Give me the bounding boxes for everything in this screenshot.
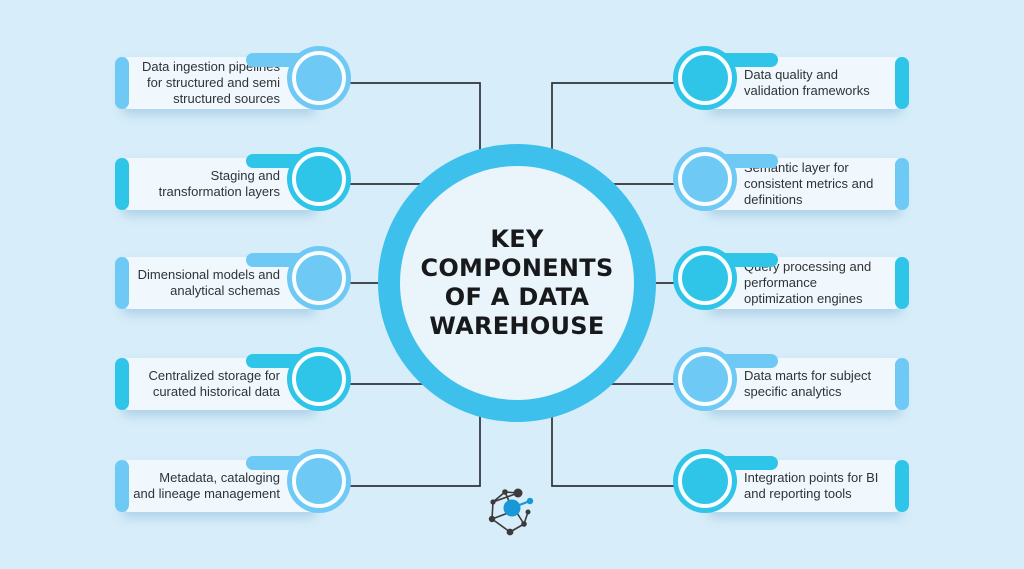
- node-circle: [678, 251, 732, 305]
- node-circle: [678, 51, 732, 105]
- label-box: Data marts for subject specific analytic…: [708, 358, 909, 410]
- component-item-dimensional-models: Dimensional models and analytical schema…: [114, 250, 348, 316]
- node-circle: [292, 251, 346, 305]
- title-line: KEY: [490, 225, 544, 253]
- label-line: Metadata, cataloging: [159, 470, 280, 485]
- diagram-title: KEY COMPONENTS OF A DATA WAREHOUSE: [420, 225, 613, 341]
- component-label: Centralized storage for curated historic…: [122, 358, 316, 410]
- label-line: and reporting tools: [744, 486, 852, 501]
- label-line: analytical schemas: [170, 283, 280, 298]
- node-circle: [678, 152, 732, 206]
- label-line: Centralized storage for: [148, 368, 280, 383]
- label-line: Data quality and: [744, 67, 838, 82]
- label-line: Data ingestion pipelines: [141, 59, 280, 74]
- node-circle: [292, 152, 346, 206]
- title-line: OF A DATA: [444, 283, 590, 311]
- label-line: definitions: [744, 192, 803, 207]
- component-label: Semantic layer for consistent metrics an…: [708, 158, 902, 210]
- node-circle: [292, 352, 346, 406]
- label-line: Dimensional models and: [137, 267, 280, 282]
- component-label: Data ingestion pipelines for structured …: [122, 57, 316, 109]
- component-label: Staging and transformation layers: [122, 158, 316, 210]
- component-item-metadata: Metadata, cataloging and lineage managem…: [114, 453, 348, 519]
- component-label: Data quality and validation frameworks: [708, 57, 902, 109]
- label-line: and lineage management: [133, 486, 280, 501]
- label-line: transformation layers: [158, 184, 280, 199]
- label-box: Data quality and validation frameworks: [708, 57, 909, 109]
- component-item-data-marts: Data marts for subject specific analytic…: [676, 351, 910, 417]
- node-circle: [678, 454, 732, 508]
- label-line: structured sources: [173, 91, 280, 106]
- component-item-centralized-storage: Centralized storage for curated historic…: [114, 351, 348, 417]
- label-line: performance: [744, 275, 817, 290]
- component-label: Metadata, cataloging and lineage managem…: [122, 460, 316, 512]
- component-label: Integration points for BI and reporting …: [708, 460, 902, 512]
- component-item-bi-integration: Integration points for BI and reporting …: [676, 453, 910, 519]
- label-line: validation frameworks: [744, 83, 870, 98]
- label-line: optimization engines: [744, 291, 863, 306]
- node-circle: [292, 51, 346, 105]
- node-circle: [678, 352, 732, 406]
- label-line: Integration points for BI: [744, 470, 879, 485]
- central-circle: KEY COMPONENTS OF A DATA WAREHOUSE: [378, 144, 656, 422]
- label-line: Data marts for subject: [744, 368, 872, 383]
- label-line: for structured and semi: [147, 75, 280, 90]
- label-box: Centralized storage for curated historic…: [115, 358, 316, 410]
- network-graph-logo-icon: [488, 488, 534, 536]
- title-line: COMPONENTS: [420, 254, 614, 282]
- component-item-staging: Staging and transformation layers: [114, 151, 348, 217]
- label-box: Semantic layer for consistent metrics an…: [708, 158, 909, 210]
- label-line: Staging and: [210, 168, 280, 183]
- component-label: Data marts for subject specific analytic…: [708, 358, 902, 410]
- component-item-query-processing: Query processing and performance optimiz…: [676, 250, 910, 316]
- component-item-semantic-layer: Semantic layer for consistent metrics an…: [676, 151, 910, 217]
- title-line: WAREHOUSE: [429, 312, 605, 340]
- label-line: specific analytics: [744, 384, 842, 399]
- component-label: Dimensional models and analytical schema…: [122, 257, 316, 309]
- label-line: curated historical data: [152, 384, 280, 399]
- component-item-data-ingestion: Data ingestion pipelines for structured …: [114, 50, 348, 116]
- label-line: consistent metrics and: [744, 176, 874, 191]
- component-item-data-quality: Data quality and validation frameworks: [676, 50, 910, 116]
- node-circle: [292, 454, 346, 508]
